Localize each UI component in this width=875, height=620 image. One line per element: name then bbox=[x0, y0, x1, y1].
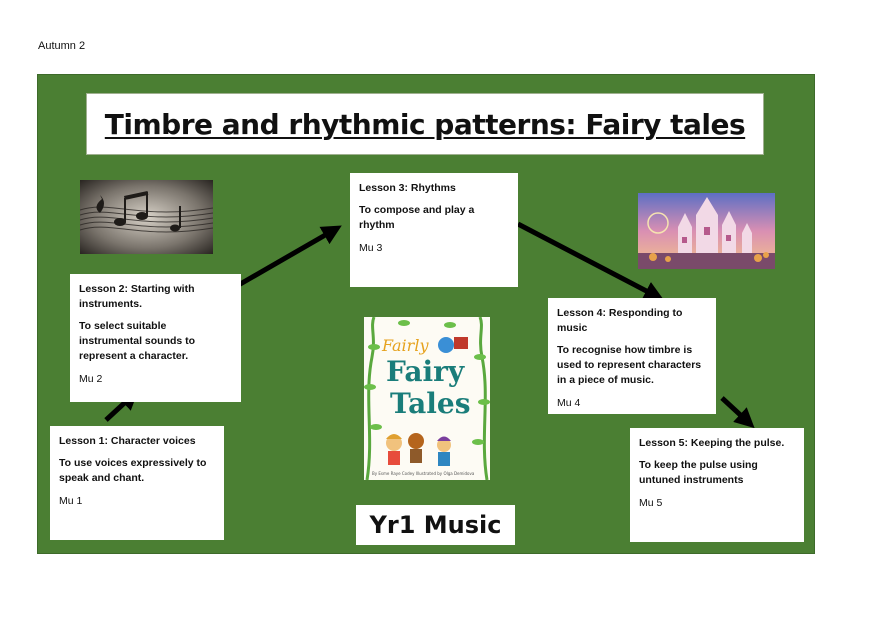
lesson-2-objective: To select suitable instrumental sounds t… bbox=[79, 319, 196, 362]
lesson-4-code: Mu 4 bbox=[557, 396, 581, 409]
lesson-2-title: Lesson 2: Starting with instruments. bbox=[79, 283, 195, 310]
music-notes-image bbox=[80, 180, 213, 254]
arrow-3-to-4 bbox=[516, 221, 664, 301]
term-label: Autumn 2 bbox=[38, 40, 86, 52]
fairy-castle-image bbox=[638, 193, 775, 269]
lesson-3-code: Mu 3 bbox=[359, 241, 383, 254]
lesson-4-card: Lesson 4: Responding to music To recogni… bbox=[548, 298, 716, 414]
book-title-top: Fairly bbox=[381, 336, 429, 355]
book-title-sub: Tales bbox=[390, 387, 471, 420]
title-banner: Timbre and rhythmic patterns: Fairy tale… bbox=[86, 93, 764, 155]
arrow-4-to-5 bbox=[720, 396, 755, 429]
lesson-1-card: Lesson 1: Character voices To use voices… bbox=[50, 426, 224, 540]
book-credit: By Esme Raye Codey Illustrated by Olga D… bbox=[372, 471, 475, 476]
lesson-2-card: Lesson 2: Starting with instruments. To … bbox=[70, 274, 241, 402]
lesson-5-card: Lesson 5: Keeping the pulse. To keep the… bbox=[630, 428, 804, 542]
lesson-5-code: Mu 5 bbox=[639, 496, 663, 509]
lesson-2-code: Mu 2 bbox=[79, 372, 103, 385]
fairly-fairy-tales-book-cover: Fairly Fairy Tales By Esme Raye Codey Il… bbox=[364, 317, 490, 480]
lesson-1-objective: To use voices expressively to speak and … bbox=[59, 456, 207, 484]
lesson-4-objective: To recognise how timbre is used to repre… bbox=[557, 343, 702, 386]
lesson-1-title: Lesson 1: Character voices bbox=[59, 435, 196, 447]
subject-label-box: Yr1 Music bbox=[356, 505, 515, 545]
lesson-4-title: Lesson 4: Responding to music bbox=[557, 307, 683, 334]
lesson-3-objective: To compose and play a rhythm bbox=[359, 203, 475, 231]
page-title: Timbre and rhythmic patterns: Fairy tale… bbox=[104, 107, 746, 141]
lesson-1-code: Mu 1 bbox=[59, 494, 83, 507]
lesson-3-card: Lesson 3: Rhythms To compose and play a … bbox=[350, 173, 518, 287]
lesson-5-objective: To keep the pulse using untuned instrume… bbox=[639, 458, 758, 486]
lesson-3-title: Lesson 3: Rhythms bbox=[359, 182, 456, 194]
lesson-5-title: Lesson 5: Keeping the pulse. bbox=[639, 437, 785, 449]
subject-label: Yr1 Music bbox=[369, 511, 502, 539]
book-title-main: Fairy bbox=[386, 355, 465, 388]
